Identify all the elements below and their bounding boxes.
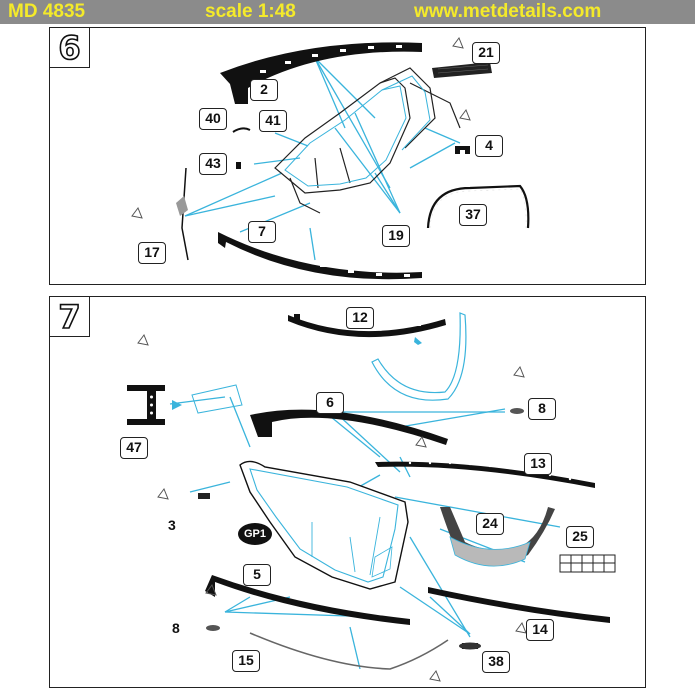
part-2-shape bbox=[220, 42, 422, 104]
cockpit-tub bbox=[239, 460, 409, 590]
step-number: 6 bbox=[50, 28, 90, 68]
arrow-icon bbox=[172, 400, 182, 410]
bend-arrow-icon bbox=[414, 337, 422, 345]
part-24-fill bbox=[449, 536, 531, 567]
glue-icon bbox=[137, 333, 527, 682]
part-label-15: 15 bbox=[232, 650, 260, 672]
canopy-rail bbox=[371, 312, 467, 401]
step-6-drawing bbox=[131, 36, 530, 280]
part-label-2: 2 bbox=[250, 79, 278, 101]
part-15-shape bbox=[249, 632, 449, 670]
gp1-badge: GP1 bbox=[238, 523, 272, 545]
part-label-38: 38 bbox=[482, 651, 510, 673]
part-41-shape bbox=[232, 127, 251, 133]
part-label-3: 3 bbox=[168, 517, 176, 533]
part-14-shape bbox=[428, 587, 610, 623]
part-label-25: 25 bbox=[566, 526, 594, 548]
part-label-19: 19 bbox=[382, 225, 410, 247]
part-43-shape bbox=[236, 162, 241, 169]
part-6-shape bbox=[250, 409, 448, 445]
part-47-fitted bbox=[191, 384, 243, 414]
part-label-17: 17 bbox=[138, 242, 166, 264]
part-label-4: 4 bbox=[475, 135, 503, 157]
part-label-5: 5 bbox=[243, 564, 271, 586]
strip-holes bbox=[260, 45, 402, 73]
part-label-8-lower: 8 bbox=[172, 620, 180, 636]
part-label-47: 47 bbox=[120, 437, 148, 459]
leader-lines bbox=[184, 57, 461, 261]
website-link[interactable]: www.metdetails.com bbox=[414, 1, 602, 22]
scale-label: scale 1:48 bbox=[205, 1, 296, 22]
part-17-fill bbox=[176, 196, 188, 216]
part-47-shape bbox=[127, 385, 165, 425]
lower-strip-holes bbox=[292, 255, 410, 277]
header-bar: MD 4835 scale 1:48 www.metdetails.com bbox=[0, 0, 695, 24]
product-code: MD 4835 bbox=[8, 1, 86, 22]
part-21-texture bbox=[437, 64, 489, 74]
part-label-24: 24 bbox=[476, 513, 504, 535]
part-label-21: 21 bbox=[472, 42, 500, 64]
step-number: 7 bbox=[50, 297, 90, 337]
part-label-12: 12 bbox=[346, 307, 374, 329]
part-label-37: 37 bbox=[459, 204, 487, 226]
part-label-43: 43 bbox=[199, 153, 227, 175]
part-3-shape bbox=[198, 493, 210, 499]
part-5-shape bbox=[205, 575, 410, 625]
part-label-7: 7 bbox=[248, 221, 276, 243]
part-label-41: 41 bbox=[259, 110, 287, 132]
part-label-40: 40 bbox=[199, 108, 227, 130]
part-8-lower-shape bbox=[206, 625, 220, 631]
part-13-shape bbox=[375, 461, 595, 488]
part-label-8: 8 bbox=[528, 398, 556, 420]
cockpit-blue-frame bbox=[284, 75, 431, 187]
step-7-drawing bbox=[127, 312, 616, 682]
part-17-shape bbox=[181, 167, 189, 261]
part-label-6: 6 bbox=[316, 392, 344, 414]
glue-icon bbox=[131, 36, 471, 219]
part-4-shape bbox=[455, 146, 470, 154]
part-37-shape bbox=[426, 184, 530, 229]
part-12-shape bbox=[288, 315, 446, 338]
part-7-shape bbox=[218, 232, 422, 280]
part-25-shape bbox=[559, 554, 616, 573]
part-8-shape bbox=[510, 408, 524, 414]
part-label-14: 14 bbox=[526, 619, 554, 641]
leader-lines bbox=[169, 396, 561, 670]
step-6-panel: 6 bbox=[49, 27, 646, 285]
part-label-13: 13 bbox=[524, 453, 552, 475]
step-7-panel: 7 bbox=[49, 296, 646, 688]
part-21-shape bbox=[432, 62, 492, 78]
